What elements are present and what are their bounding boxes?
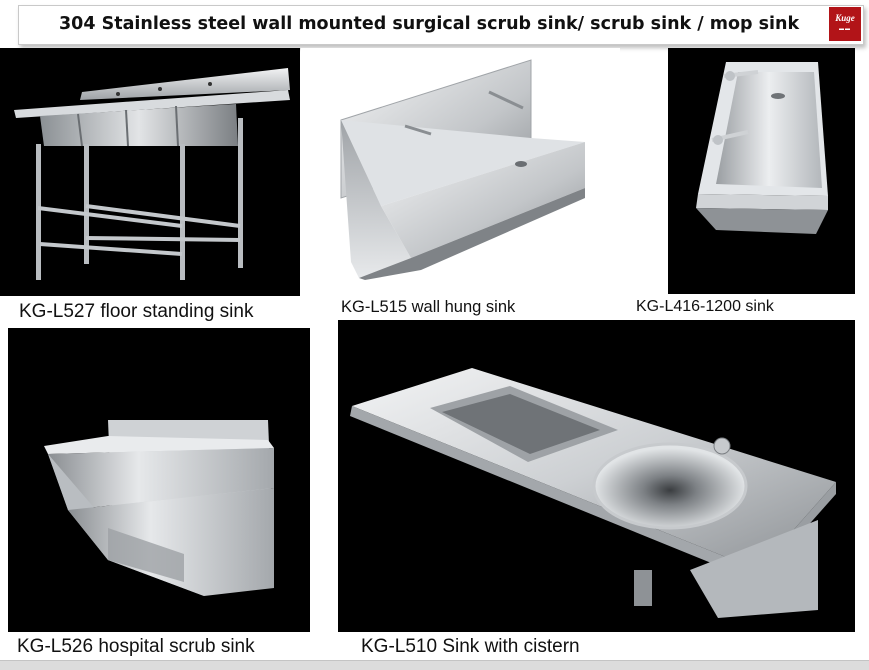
product-image-kg-l510 — [338, 320, 855, 632]
wall-hung-sink-illustration — [340, 59, 585, 280]
product-image-kg-l515 — [301, 48, 620, 296]
caption-kg-l510: KG-L510 Sink with cistern — [361, 636, 580, 657]
caption-kg-l527: KG-L527 floor standing sink — [19, 301, 254, 322]
caption-kg-l515: KG-L515 wall hung sink — [341, 298, 516, 316]
product-image-kg-l527 — [0, 48, 300, 296]
product-image-kg-l526 — [8, 328, 310, 632]
trough-sink-illustration — [696, 62, 828, 234]
brand-logo-text: Kuge — [835, 13, 855, 23]
title-bar: 304 Stainless steel wall mounted surgica… — [18, 5, 864, 45]
caption-kg-l416-1200: KG-L416-1200 sink — [636, 298, 774, 315]
floor-standing-sink-illustration — [14, 68, 290, 280]
brand-logo: Kuge ▬▬ — [829, 7, 861, 41]
caption-kg-l526: KG-L526 hospital scrub sink — [17, 636, 255, 657]
bottom-strip — [0, 660, 869, 670]
hospital-scrub-sink-illustration — [44, 420, 274, 596]
product-image-kg-l416-1200 — [668, 48, 855, 294]
sink-with-cistern-illustration — [350, 368, 836, 618]
page-title: 304 Stainless steel wall mounted surgica… — [59, 14, 800, 34]
